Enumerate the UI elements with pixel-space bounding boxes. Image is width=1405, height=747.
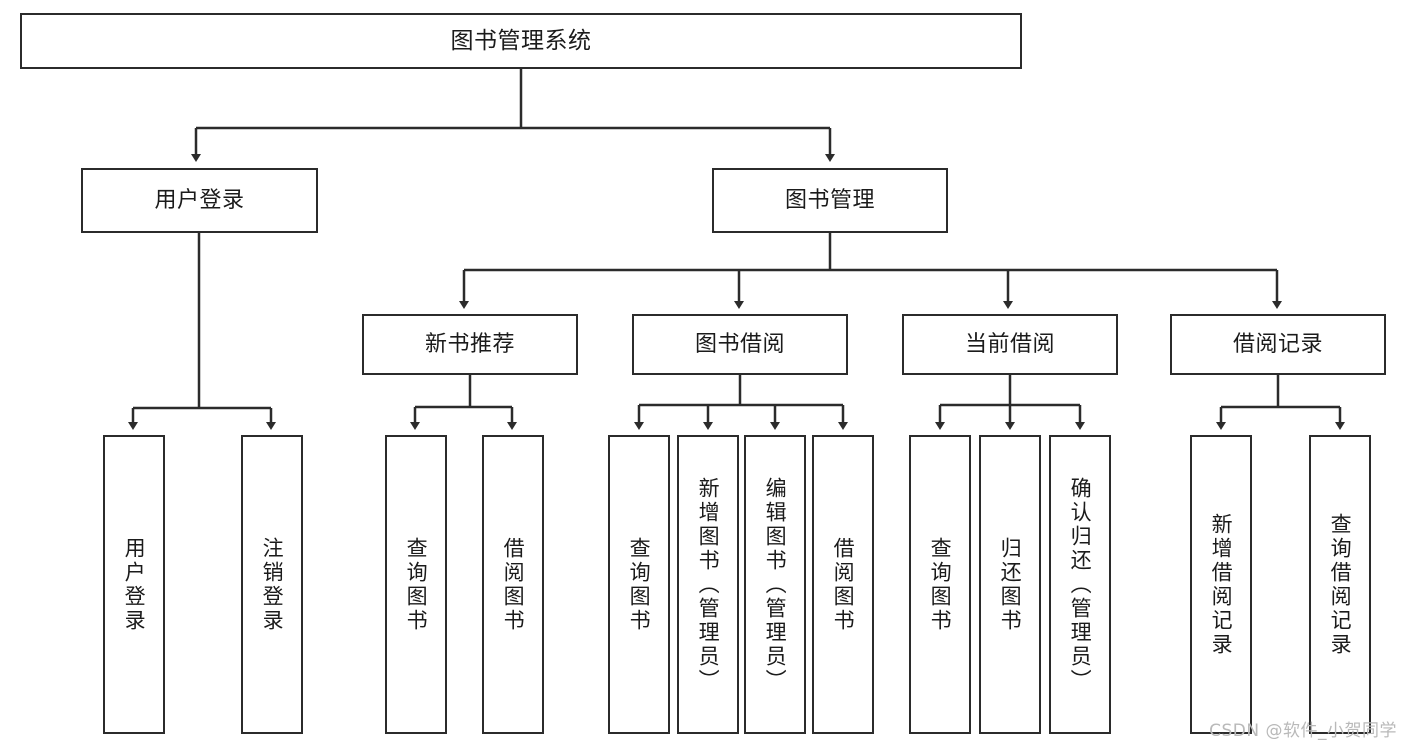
node-label: 借阅图书 — [831, 536, 856, 633]
node-book-borrowing[interactable]: 图书借阅 — [632, 314, 848, 375]
leaf-add-book-admin[interactable]: 新增图书（管理员） — [677, 435, 739, 734]
leaf-logout[interactable]: 注销登录 — [241, 435, 303, 734]
node-label: 查询借阅记录 — [1328, 512, 1353, 657]
node-root-book-management-system[interactable]: 图书管理系统 — [20, 13, 1022, 69]
node-borrowing-records[interactable]: 借阅记录 — [1170, 314, 1386, 375]
node-label: 注销登录 — [260, 536, 285, 633]
leaf-confirm-return-admin[interactable]: 确认归还（管理员） — [1049, 435, 1111, 734]
node-label: 新增借阅记录 — [1209, 512, 1234, 657]
node-label: 查询图书 — [928, 536, 953, 633]
leaf-add-borrowing-record[interactable]: 新增借阅记录 — [1190, 435, 1252, 734]
node-user-login[interactable]: 用户登录 — [81, 168, 318, 233]
watermark-text: CSDN @软件_小贺同学 — [1209, 721, 1397, 741]
leaf-return-book[interactable]: 归还图书 — [979, 435, 1041, 734]
node-book-management[interactable]: 图书管理 — [712, 168, 948, 233]
node-current-borrowing[interactable]: 当前借阅 — [902, 314, 1118, 375]
leaf-borrow-book[interactable]: 借阅图书 — [812, 435, 874, 734]
node-label: 用户登录 — [154, 187, 245, 213]
leaf-edit-book-admin[interactable]: 编辑图书（管理员） — [744, 435, 806, 734]
node-label: 图书管理系统 — [450, 27, 592, 54]
node-label: 查询图书 — [627, 536, 652, 633]
node-label: 图书管理 — [784, 187, 875, 213]
node-new-book-recommendation[interactable]: 新书推荐 — [362, 314, 578, 375]
node-label: 确认归还（管理员） — [1068, 476, 1093, 693]
node-label: 借阅图书 — [501, 536, 526, 633]
leaf-query-book-borrowing[interactable]: 查询图书 — [608, 435, 670, 734]
node-label: 新增图书（管理员） — [696, 476, 721, 693]
leaf-query-book-recommendation[interactable]: 查询图书 — [385, 435, 447, 734]
node-label: 查询图书 — [404, 536, 429, 633]
node-label: 图书借阅 — [694, 331, 785, 357]
node-label: 编辑图书（管理员） — [763, 476, 788, 693]
leaf-user-login[interactable]: 用户登录 — [103, 435, 165, 734]
node-label: 新书推荐 — [424, 331, 515, 357]
node-label: 用户登录 — [122, 536, 147, 633]
node-label: 当前借阅 — [964, 331, 1055, 357]
leaf-query-borrowing-record[interactable]: 查询借阅记录 — [1309, 435, 1371, 734]
leaf-borrow-book-recommendation[interactable]: 借阅图书 — [482, 435, 544, 734]
node-label: 归还图书 — [998, 536, 1023, 633]
node-label: 借阅记录 — [1232, 331, 1323, 357]
leaf-query-book-current[interactable]: 查询图书 — [909, 435, 971, 734]
